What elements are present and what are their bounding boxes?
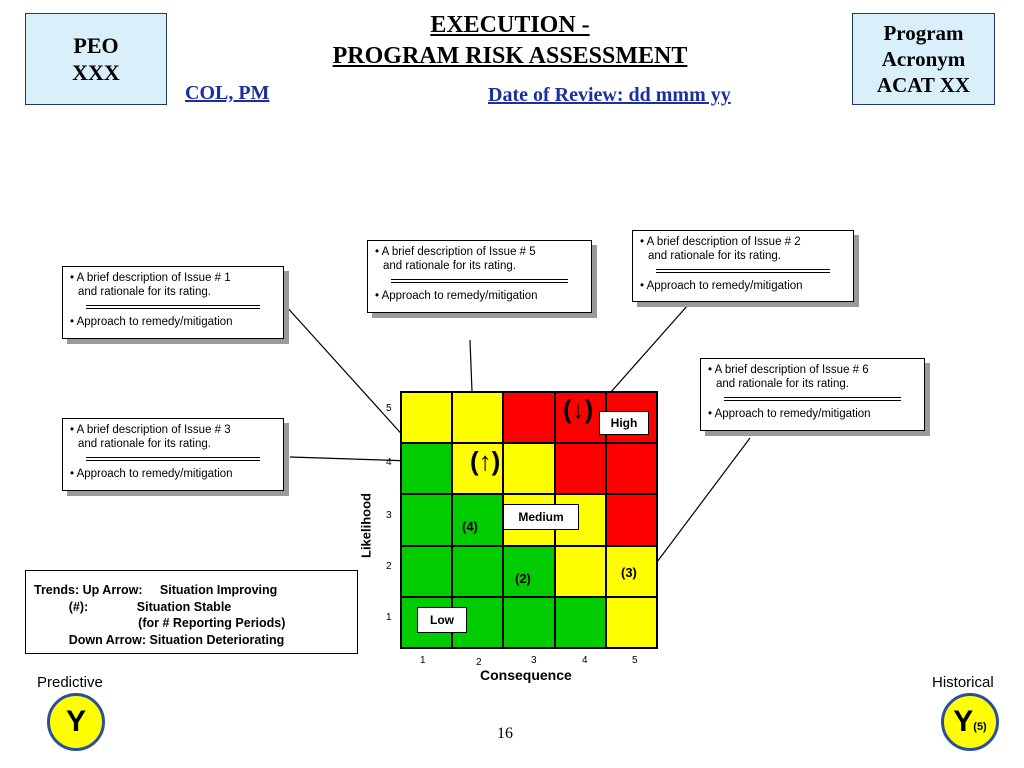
y-axis-ticks: 5 4 3 2 1 — [380, 391, 396, 649]
callout-issue3-rationale: and rationale for its rating. — [78, 438, 211, 450]
matrix-cell — [452, 546, 503, 597]
callout-issue3-desc: • A brief description of Issue # 3 — [70, 424, 231, 436]
matrix-cell — [452, 494, 503, 546]
callout-issue2-desc: • A brief description of Issue # 2 — [640, 236, 801, 248]
x-axis-label: Consequence — [480, 667, 572, 683]
review-date: Date of Review: dd mmm yy — [488, 84, 731, 106]
matrix-cell — [400, 546, 452, 597]
matrix-cell — [503, 546, 555, 597]
marker-issue6: (3) — [621, 565, 637, 580]
program-box: Program Acronym ACAT XX — [852, 13, 995, 105]
marker-issue5: (↑) — [470, 446, 501, 476]
marker-issue4: (4) — [462, 519, 478, 534]
matrix-cell — [555, 546, 606, 597]
callout-issue5-rationale: and rationale for its rating. — [383, 260, 516, 272]
callout-issue1-desc: • A brief description of Issue # 1 — [70, 272, 231, 284]
x-tick: 2 — [476, 657, 482, 668]
callout-issue1-approach: • Approach to remedy/mitigation — [70, 316, 233, 328]
matrix-cell — [503, 443, 555, 494]
callout-issue2-approach: • Approach to remedy/mitigation — [640, 280, 803, 292]
page-title: EXECUTION - — [430, 12, 590, 38]
matrix-cell — [452, 391, 503, 443]
matrix-cell — [606, 546, 658, 597]
historical-value: Y — [953, 705, 974, 738]
matrix-cell — [555, 597, 606, 649]
double-rule — [86, 305, 260, 309]
y-tick: 1 — [386, 612, 392, 623]
matrix-frame — [400, 391, 658, 649]
historical-periods: (5) — [973, 721, 987, 733]
pm-name: COL, PM — [185, 82, 270, 104]
callout-issue5: • A brief description of Issue # 5 and r… — [367, 240, 592, 313]
callout-issue3-approach: • Approach to remedy/mitigation — [70, 468, 233, 480]
y-axis-label: Likelihood — [358, 493, 374, 558]
matrix-cell — [555, 391, 606, 443]
double-rule — [656, 269, 830, 273]
callout-issue6-approach: • Approach to remedy/mitigation — [708, 408, 871, 420]
matrix-cell — [555, 443, 606, 494]
zone-label-low: Low — [417, 607, 467, 633]
callout-issue5-desc: • A brief description of Issue # 5 — [375, 246, 536, 258]
marker-issue2: (↓) — [563, 394, 594, 424]
matrix-cell — [452, 443, 503, 494]
program-acronym: Acronym — [881, 47, 966, 71]
marker-issue1: (2) — [515, 571, 531, 586]
callout-issue2-rationale: and rationale for its rating. — [648, 250, 781, 262]
matrix-cell — [606, 597, 658, 649]
zone-label-high: High — [599, 411, 649, 435]
double-rule — [86, 457, 260, 461]
callout-issue5-approach: • Approach to remedy/mitigation — [375, 290, 538, 302]
page-number: 16 — [497, 725, 513, 742]
zone-label-medium: Medium — [503, 504, 579, 530]
matrix-cell — [400, 494, 452, 546]
predictive-indicator: Y — [47, 693, 105, 751]
peo-box: PEO XXX — [25, 13, 167, 105]
peo-code: XXX — [72, 60, 120, 85]
matrix-cell — [503, 391, 555, 443]
y-tick: 3 — [386, 510, 392, 521]
trends-down-arrow: Down Arrow: Situation Deteriorating — [34, 632, 285, 647]
program-label: Program — [883, 21, 964, 45]
callout-issue6: • A brief description of Issue # 6 and r… — [700, 358, 925, 431]
callout-issue6-desc: • A brief description of Issue # 6 — [708, 364, 869, 376]
matrix-cell — [503, 597, 555, 649]
matrix-cell — [606, 443, 658, 494]
trends-legend: Trends: Up Arrow: Situation Improving (#… — [25, 570, 358, 654]
risk-matrix — [400, 391, 658, 649]
program-acat: ACAT XX — [876, 73, 971, 97]
callout-issue2: • A brief description of Issue # 2 and r… — [632, 230, 854, 302]
double-rule — [724, 397, 901, 401]
x-tick: 5 — [632, 655, 638, 666]
matrix-cell — [606, 494, 658, 546]
y-tick: 5 — [386, 403, 392, 414]
double-rule — [391, 279, 568, 283]
predictive-value: Y — [65, 705, 86, 738]
x-tick: 4 — [582, 655, 588, 666]
x-tick: 3 — [531, 655, 537, 666]
callout-issue6-rationale: and rationale for its rating. — [716, 378, 849, 390]
y-tick: 2 — [386, 561, 392, 572]
peo-label: PEO — [73, 33, 119, 58]
trends-stable: (#): Situation Stable — [34, 599, 232, 614]
connector-issue6 — [644, 437, 751, 579]
y-tick: 4 — [386, 457, 392, 468]
callout-issue1: • A brief description of Issue # 1 and r… — [62, 266, 284, 339]
historical-indicator: Y(5) — [941, 693, 999, 751]
callout-issue1-rationale: and rationale for its rating. — [78, 286, 211, 298]
callout-issue3: • A brief description of Issue # 3 and r… — [62, 418, 284, 491]
predictive-label: Predictive — [37, 674, 103, 691]
x-tick: 1 — [420, 655, 426, 666]
historical-label: Historical — [932, 674, 994, 691]
page-subtitle: PROGRAM RISK ASSESSMENT — [332, 43, 688, 69]
trends-periods: (for # Reporting Periods) — [34, 616, 286, 630]
trends-up-arrow: Trends: Up Arrow: Situation Improving — [34, 583, 278, 597]
